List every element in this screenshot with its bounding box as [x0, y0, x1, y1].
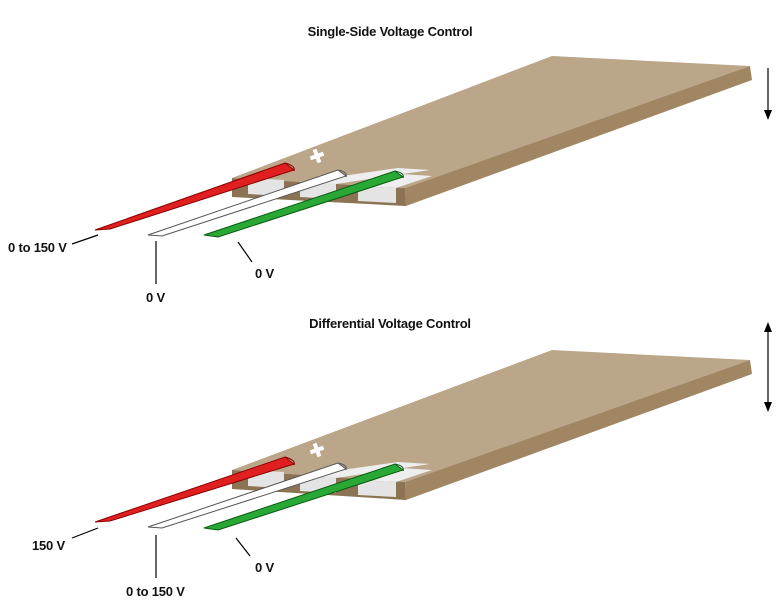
electrode-pad: [358, 186, 396, 203]
wire-white: [147, 462, 348, 529]
leader-line: [237, 241, 253, 263]
panel-single-side: Single-Side Voltage Control: [8, 24, 772, 305]
deflection-arrow-down: [764, 68, 772, 120]
wire-label-green: 0 V: [255, 266, 274, 281]
wire-label-white: 0 V: [146, 290, 165, 305]
deflection-arrow-bidirectional: [764, 322, 772, 412]
bender-plate-top: [232, 350, 750, 482]
wire-label-green: 0 V: [255, 560, 274, 575]
leader-line: [71, 234, 99, 245]
leader-line: [71, 527, 99, 539]
bender-plate-side: [405, 66, 752, 206]
leader-line: [235, 537, 251, 557]
wire-green: [203, 170, 405, 238]
wire-red: [94, 456, 296, 523]
wire-label-red: 150 V: [32, 538, 66, 553]
bender-plate-top: [232, 56, 750, 188]
wire-red: [94, 162, 296, 231]
plus-mark: [309, 148, 325, 164]
piezo-bender: [94, 56, 752, 238]
wire-green: [203, 463, 405, 531]
panel-differential: Differential Voltage Control: [32, 316, 772, 599]
panel-title: Single-Side Voltage Control: [308, 24, 473, 39]
wire-label-red: 0 to 150 V: [8, 240, 67, 255]
plus-mark: [309, 442, 325, 458]
wire-white: [147, 169, 348, 237]
wire-label-white: 0 to 150 V: [126, 584, 185, 599]
bender-plate-side: [405, 360, 752, 500]
piezo-bender: [94, 350, 752, 531]
electrode-pad: [358, 480, 396, 497]
panel-title: Differential Voltage Control: [309, 316, 471, 331]
